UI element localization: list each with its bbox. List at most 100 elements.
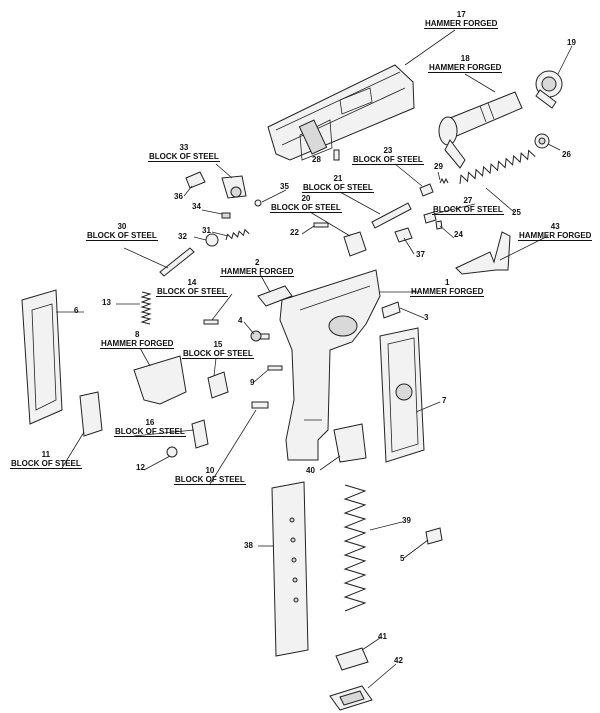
callout-36: 36 [174,192,183,201]
callout-number: 24 [454,230,463,239]
part-37-shape [394,227,413,243]
part-23-shape [419,183,434,197]
callout-29: 29 [434,162,443,171]
part-43-shape [455,231,511,275]
callout-material: HAMMER FORGED [410,287,485,297]
part-6-grip-shape [21,289,63,425]
callout-number: 22 [290,228,299,237]
part-41-shape [335,647,369,671]
callout-26: 26 [562,150,571,159]
callout-number: 27 [463,196,473,205]
callout-35: 35 [280,182,289,191]
part-10-shape [251,401,269,409]
part-38-magazine-shape [271,481,309,657]
callout-13: 13 [102,298,111,307]
callout-37: 37 [416,250,425,259]
callout-32: 32 [178,232,187,241]
callout-number: 36 [174,192,183,201]
part-9-shape [267,365,283,371]
callout-number: 20 [301,194,311,203]
callout-22: 22 [290,228,299,237]
part-36-shape [185,171,206,189]
callout-material: HAMMER FORGED [428,63,503,73]
part-15-shape [207,371,229,399]
part-8-shape [133,355,187,405]
leader-lines [56,29,573,689]
callout-24: 24 [454,230,463,239]
part-30-shape [159,247,195,277]
callout-number: 9 [250,378,255,387]
callout-number: 32 [178,232,187,241]
callout-material: BLOCK OF STEEL [114,427,186,437]
callout-material: BLOCK OF STEEL [156,287,228,297]
callout-number: 6 [74,306,79,315]
callout-number: 3 [424,313,429,322]
callout-number: 1 [445,278,450,287]
callout-31: 31 [202,226,211,235]
callout-number: 30 [117,222,127,231]
callout-9: 9 [250,378,254,387]
part-17-slide-shape [267,64,415,161]
callout-number: 25 [512,208,521,217]
part-22-shape [313,222,329,228]
callout-number: 23 [383,146,393,155]
callout-material: BLOCK OF STEEL [10,459,82,469]
callout-number: 26 [562,150,571,159]
callout-41: 41 [378,632,387,641]
callout-number: 29 [434,162,443,171]
callout-number: 10 [205,466,215,475]
callout-number: 12 [136,463,145,472]
part-14-shape [203,319,219,325]
part-2-shape [257,285,293,307]
callout-number: 40 [306,466,315,475]
part-21-shape [371,202,412,229]
part-19-bushing-shape [535,70,563,109]
callout-number: 11 [41,450,51,459]
callout-number: 42 [394,656,403,665]
part-31-shape [225,228,250,241]
callout-material: HAMMER FORGED [518,231,593,241]
callout-38: 38 [244,541,253,550]
part-13-shape [140,291,152,325]
callout-material: HAMMER FORGED [100,339,175,349]
part-32-shape [205,233,219,247]
callout-number: 7 [442,396,447,405]
part-1-frame-shape [279,269,381,461]
part-11-shape [79,391,103,437]
part-5-shape [425,527,443,545]
part-28-shape [333,149,340,161]
part-16-shape [191,419,209,449]
callout-material: BLOCK OF STEEL [86,231,158,241]
callout-number: 13 [102,298,111,307]
part-20-shape [343,231,367,257]
callout-number: 43 [550,222,560,231]
callout-12: 12 [136,463,145,472]
callout-34: 34 [192,202,201,211]
callout-material: BLOCK OF STEEL [148,152,220,162]
part-12-shape [166,446,178,458]
callout-25: 25 [512,208,521,217]
callout-number: 18 [460,54,470,63]
callout-3: 3 [424,313,428,322]
callout-number: 39 [402,516,411,525]
callout-number: 5 [400,554,405,563]
part-40-shape [333,423,367,463]
callout-number: 38 [244,541,253,550]
callout-material: BLOCK OF STEEL [302,183,374,193]
callout-number: 31 [202,226,211,235]
callout-number: 37 [416,250,425,259]
